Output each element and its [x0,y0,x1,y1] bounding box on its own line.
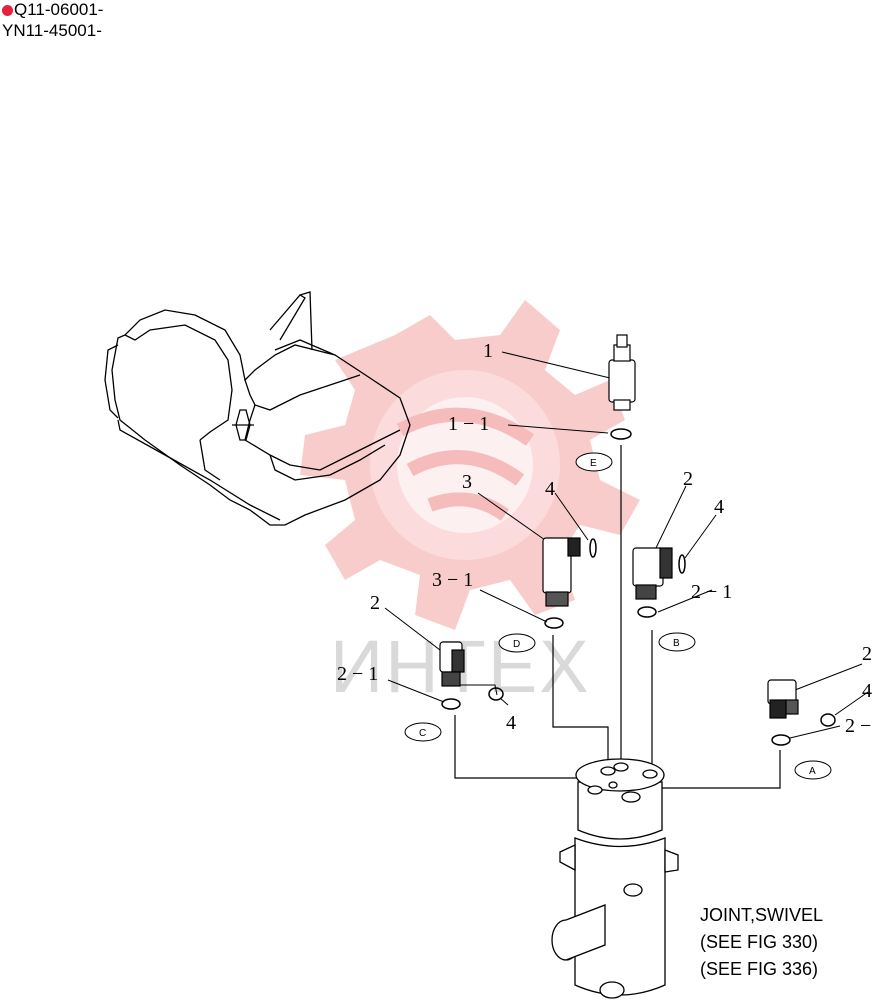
port-label-e: E [575,452,613,472]
port-label-c: C [404,722,442,742]
swivel-joint [551,758,679,999]
part-3-elbow [542,537,581,607]
callout-3-1: 3 − 1 [432,569,473,591]
o-ring-4-top [589,538,597,558]
note-line-2: (SEE FIG 330) [700,932,819,952]
callout-1: 1 [483,340,493,362]
o-ring-4-b [678,554,686,574]
o-ring-4-a [820,713,836,727]
serial-text-1: Q11-06001- [14,0,104,19]
o-ring-1-1 [610,428,632,440]
marker-dot-icon [2,5,13,17]
hose-routing-lines [454,445,781,789]
svg-text:E: E [590,458,597,469]
machine-upper-structure [104,291,411,526]
svg-text:C: C [419,728,426,739]
callout-leaders [384,351,869,739]
callout-2-c: 2 [370,592,380,614]
o-ring-2-1-c [441,698,461,710]
serial-range-1: Q11-06001- [2,0,103,20]
o-ring-3-1 [544,617,564,629]
port-label-d: D [498,633,536,653]
part-2-elbow-a [767,679,799,719]
svg-text:A: A [809,766,816,777]
port-label-b: B [658,632,696,652]
note-line-3: (SEE FIG 336) [700,959,819,979]
callout-4-b: 4 [714,496,724,518]
svg-text:B: B [673,638,680,649]
callout-1-1: 1 − 1 [448,413,489,435]
part-2-elbow-c [439,641,465,687]
part-1-valve [608,334,636,411]
callout-4-c: 4 [506,712,516,734]
o-ring-2-1-b [637,606,657,618]
note-line-1: JOINT,SWIVEL [700,905,824,925]
callout-2-a: 2 [862,643,872,665]
port-label-a: A [794,760,832,780]
o-ring-2-1-a [771,734,791,746]
svg-text:D: D [513,639,520,650]
o-ring-4-c [488,687,504,701]
callout-3: 3 [462,471,472,493]
part-2-elbow-b [632,547,673,600]
callout-2-1-c: 2 − 1 [337,663,378,685]
callout-4-a: 4 [862,680,872,702]
callout-4-top: 4 [545,478,555,500]
callout-2-1-b: 2 − 1 [691,581,732,603]
callout-2-b: 2 [683,468,693,490]
serial-range-2: YN11-45001- [2,21,102,40]
callout-2-1-a: 2 − [845,715,871,737]
